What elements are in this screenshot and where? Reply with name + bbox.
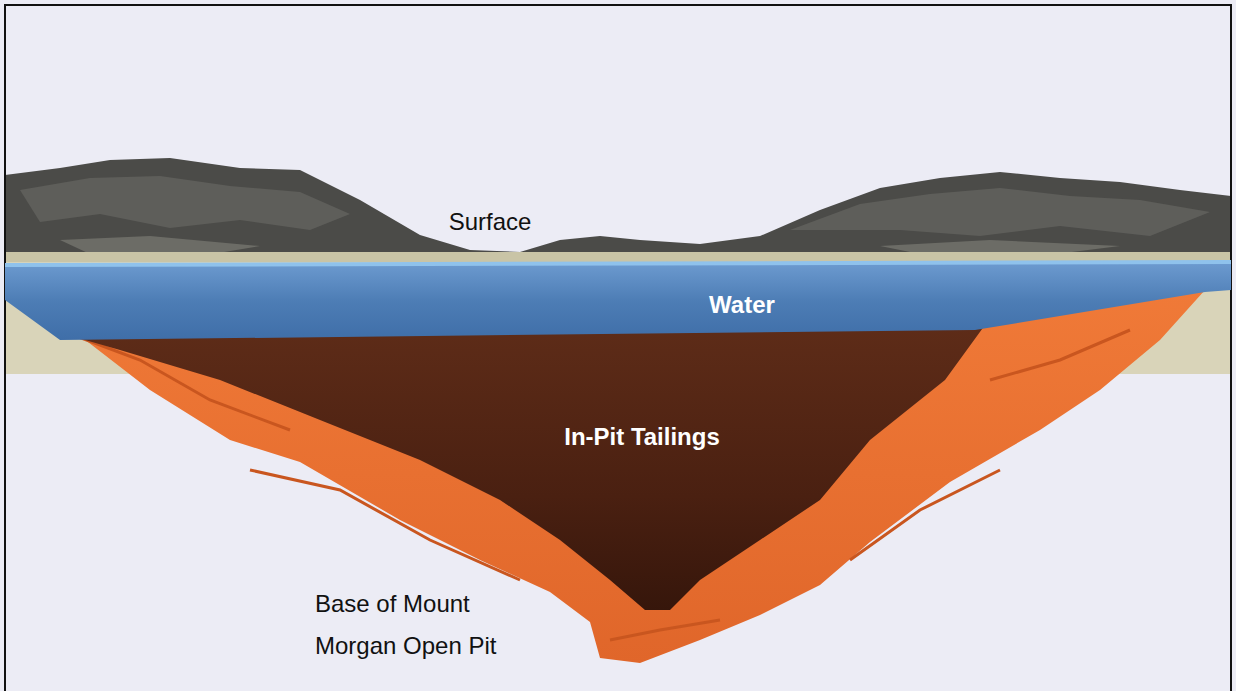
tailings-region-shape [40,320,990,620]
water-band-fill [5,262,1231,340]
hill-texture [790,188,1210,236]
water-band: Water [0,256,1236,348]
tailings-region-fill [50,325,985,610]
region-label: Water [709,290,775,320]
surface-label: Surface [449,201,532,243]
pit-bench [850,470,1000,560]
open-pit-wall [5,284,1205,663]
pit-bench [990,330,1130,380]
hill-terrain [5,158,1231,262]
water-band-shape [0,256,1236,348]
frame [5,5,1231,691]
hill-texture [20,176,350,230]
tailings-region: In-Pit Tailings [40,320,990,620]
pit-base-label: Base of Mount Morgan Open Pit [315,583,525,667]
region-label: In-Pit Tailings [564,422,720,452]
pit-bench [610,620,720,640]
water-band-surface-line [5,262,1231,265]
